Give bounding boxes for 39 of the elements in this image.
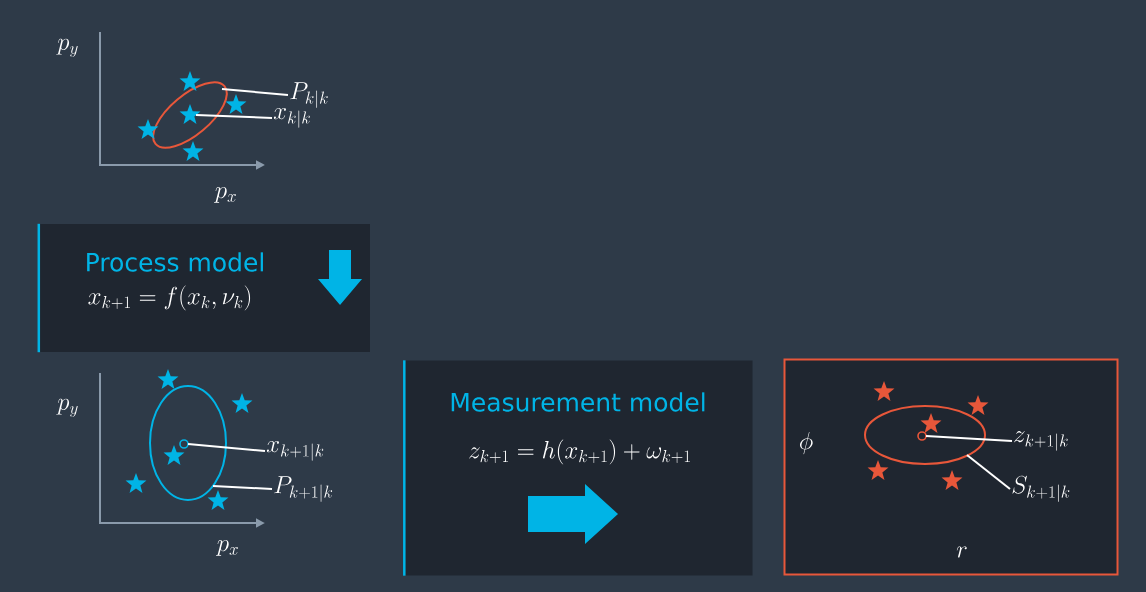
leader-line [195, 114, 273, 119]
star-marker [967, 395, 989, 415]
formula-label: $z_{k+1|k}$ [1014, 431, 1068, 451]
axis-label: $p_y$ [56, 38, 78, 58]
star-marker [137, 119, 159, 139]
leader-line [925, 435, 1013, 442]
plot-frame [783, 358, 1119, 576]
formula-label: $x_{k+1|k}$ [266, 441, 324, 461]
model-box: Process model $x_{k+1} = f(x_k, \nu_k)$ [37, 223, 370, 353]
star-marker [941, 470, 963, 490]
formula-label: $x_{k|k}$ [273, 108, 310, 128]
covariance-ellipse [149, 385, 227, 501]
mean-point [917, 431, 927, 441]
axis-label: $p_y$ [56, 398, 78, 418]
axis-label: $p_x$ [216, 540, 238, 556]
axis-label: $p_x$ [214, 187, 236, 203]
star-marker [867, 460, 889, 480]
formula-label: $S_{k+1|k}$ [1012, 475, 1070, 502]
covariance-ellipse [864, 405, 986, 465]
star-marker [182, 141, 204, 161]
leader-line [966, 454, 1011, 490]
star-marker [163, 445, 185, 465]
mean-point [179, 439, 189, 449]
leader-line [187, 443, 266, 452]
formula-label: $P_{k|k}$ [290, 82, 328, 108]
star-marker [207, 490, 229, 510]
model-box: Measurement model $z_{k+1} = h(x_{k+1}) + \omega_{k+1}$ [403, 360, 753, 576]
leader-line [221, 88, 289, 96]
star-marker [157, 369, 179, 389]
axis-label: $r$ [956, 546, 967, 558]
axis-label: $\phi$ [800, 431, 813, 455]
star-marker [125, 473, 147, 493]
formula-label: $P_{k+1|k}$ [274, 476, 333, 502]
star-marker [231, 393, 253, 413]
star-marker [920, 413, 942, 433]
star-marker [873, 381, 895, 401]
star-marker [179, 104, 201, 124]
star-marker [179, 71, 201, 91]
star-marker [225, 94, 247, 114]
